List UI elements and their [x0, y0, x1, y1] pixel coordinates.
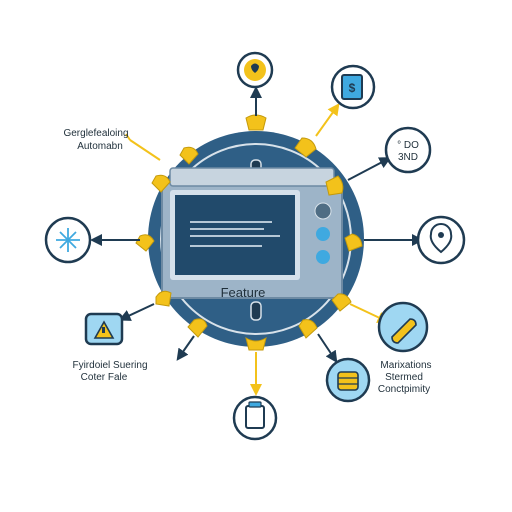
node-left[interactable] — [44, 216, 92, 264]
bulb-right-upper — [325, 175, 344, 196]
bulb-bottom — [245, 336, 267, 351]
bulb-right-lower — [331, 293, 352, 312]
connector-right-upper — [347, 157, 392, 181]
badge-line-2: 3ND — [398, 152, 418, 163]
bulb-top-right — [294, 137, 317, 158]
label-top-left-line-1: Gerglefealoing — [63, 128, 128, 139]
node-left-lower[interactable] — [84, 312, 124, 346]
clipboard-dollar-icon — [341, 74, 363, 100]
connector-top-left — [129, 139, 161, 161]
connector-lines — [90, 86, 424, 396]
wrench-icon — [391, 318, 417, 344]
bulb-connectors — [135, 114, 363, 351]
svg-text:$: $ — [349, 81, 356, 95]
central-hub: Feature — [148, 131, 364, 347]
snowflake-network-icon — [56, 228, 80, 252]
screen-lines — [190, 221, 280, 247]
hub-bottom-notch — [250, 301, 262, 321]
connector-bottom-left — [176, 335, 195, 361]
label-bottom-right-line-1: Marixations — [380, 360, 431, 371]
node-bottom-right[interactable] — [325, 357, 371, 403]
label-bottom-right-line-2: Stermed — [385, 372, 423, 383]
node-right-lower[interactable] — [377, 301, 429, 353]
bulb-top-left — [179, 146, 199, 165]
device-button-2 — [316, 250, 330, 264]
node-top[interactable] — [236, 51, 274, 89]
connector-bottom-right — [317, 333, 338, 363]
document-icon — [245, 405, 265, 429]
device-top-bar — [169, 167, 335, 187]
connector-left-lower — [118, 303, 155, 321]
device-button-1 — [316, 227, 330, 241]
label-bottom-right: Marixations Stermed Conctpimity — [378, 360, 432, 395]
bulb-right — [344, 233, 363, 252]
badge-line-1: ° DO — [397, 140, 419, 151]
screen — [175, 195, 295, 275]
bulb-left — [135, 234, 155, 252]
connector-top-right — [315, 103, 340, 137]
node-top-right[interactable]: $ — [330, 64, 376, 110]
screen-caption: Feature — [221, 285, 266, 300]
location-pin-icon — [429, 223, 453, 254]
label-bottom-right-line-3: Conctpimity — [378, 384, 430, 395]
node-bottom[interactable] — [232, 395, 278, 441]
connector-right-lower — [349, 303, 390, 323]
label-bottom-left-line-2: Coter Fale — [81, 372, 128, 383]
label-bottom-left: Fyirdoiel Suering Coter Fale — [72, 360, 147, 383]
money-stack-icon — [337, 371, 359, 391]
device-knob — [314, 202, 332, 220]
label-bottom-left-line-1: Fyirdoiel Suering — [72, 360, 147, 371]
bulb-bottom-right — [298, 319, 318, 339]
label-top-left: Gerglefealoing Automabn — [63, 128, 128, 152]
degree-badge-icon — [384, 126, 432, 174]
bulb-top — [245, 114, 267, 131]
bulb-left-lower — [155, 290, 172, 307]
connector-top-left-tail — [125, 133, 131, 141]
node-right[interactable] — [416, 215, 466, 265]
bulb-left-upper — [151, 174, 171, 193]
bulb-bottom-left — [187, 318, 208, 338]
label-top-left-line-2: Automabn — [77, 141, 123, 152]
node-right-upper[interactable]: ° DO 3ND — [384, 126, 432, 174]
